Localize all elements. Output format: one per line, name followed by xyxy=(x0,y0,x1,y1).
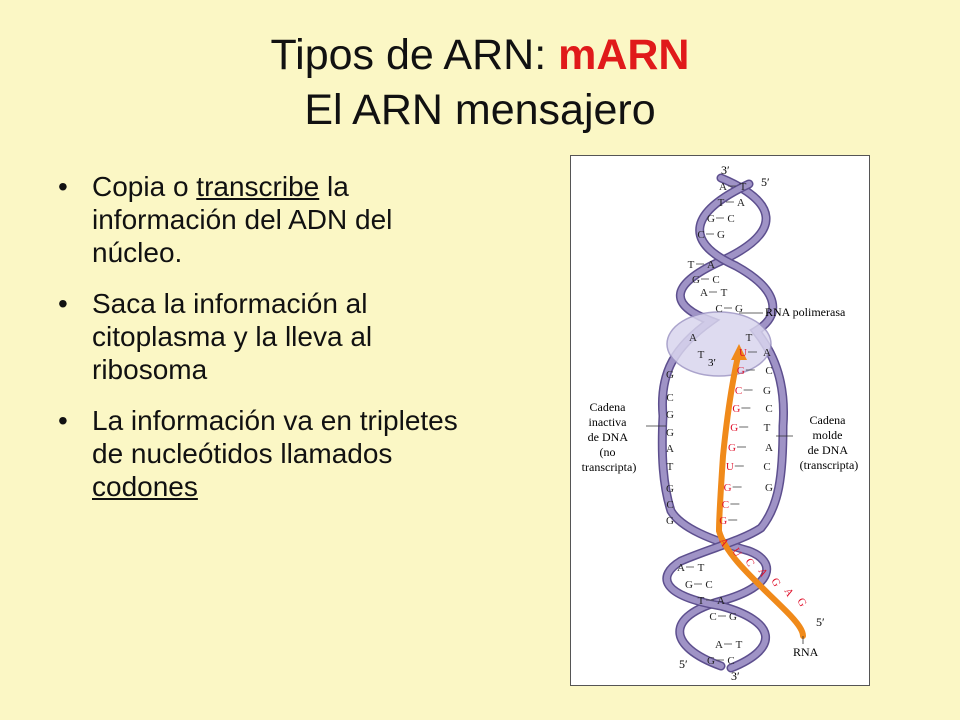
rna-base: C xyxy=(735,385,742,397)
base-pair-bottom-left: A xyxy=(677,562,685,574)
title-line-2: El ARN mensajero xyxy=(304,86,656,134)
rna-polymerase-ellipse xyxy=(666,311,772,377)
base-pair-bottom-right: T xyxy=(698,562,705,574)
base-pair-top-right: T xyxy=(740,181,747,193)
rna-base: G xyxy=(732,403,740,415)
coding-base: G xyxy=(666,409,674,421)
coding-base: G xyxy=(666,483,674,495)
rna-base: U xyxy=(726,461,734,473)
bullet-3-keyword: codones xyxy=(92,471,198,502)
base-pair-bottom-left: G xyxy=(685,579,693,591)
top-3-prime: 3′ xyxy=(721,163,730,177)
dna-transcription-svg: 3′ 5′ 3′ 5′ 3′ 5′ RNA polimerasa Cadena … xyxy=(582,163,859,683)
base-pair-top-left: G xyxy=(707,213,715,225)
rna-5-prime: 5′ xyxy=(816,615,825,629)
top-5-prime: 5′ xyxy=(761,175,770,189)
base-inside-right: T xyxy=(746,332,753,344)
rna-tail-base: G xyxy=(794,596,808,609)
rna-tail-base: A xyxy=(781,586,795,599)
coding-base: G xyxy=(666,369,674,381)
base-pair-bottom-right: C xyxy=(705,579,712,591)
rna-base: G xyxy=(730,422,738,434)
template-base: C xyxy=(763,461,770,473)
base-pair-top-left: T xyxy=(718,197,725,209)
bullet-list: Copia o transcribe la información del AD… xyxy=(52,170,482,521)
base-pair-top-left: G xyxy=(692,274,700,286)
base-pair-top-right: A xyxy=(737,197,745,209)
base-pair-top-left: A xyxy=(719,181,727,193)
base-pair-top-left: C xyxy=(715,303,722,315)
base-inside-left: A xyxy=(689,332,697,344)
base-pair-bottom-right: C xyxy=(727,655,734,667)
bullet-1-text: Copia o xyxy=(92,171,197,202)
base-pair-top-right: G xyxy=(717,229,725,241)
base-pair-top-right: C xyxy=(727,213,734,225)
bullet-item-2: Saca la información al citoplasma y la l… xyxy=(52,287,482,386)
template-base: T xyxy=(764,422,771,434)
rna-base: C xyxy=(722,499,729,511)
bullet-2-text: Saca la información al citoplasma y la l… xyxy=(92,288,373,385)
rna-strand xyxy=(715,349,806,639)
coding-base: C xyxy=(666,392,673,404)
base-pair-top-right: G xyxy=(735,303,743,315)
rna-base: U xyxy=(739,347,747,359)
template-base: A xyxy=(765,442,773,454)
base-pair-top-left: T xyxy=(688,259,695,271)
rna-polymerase-label: RNA polimerasa xyxy=(765,305,846,319)
base-pair-bottom-left: C xyxy=(709,611,716,623)
template-base: G xyxy=(763,385,771,397)
rna-base: G xyxy=(719,515,727,527)
template-base: C xyxy=(765,403,772,415)
bottom-3-prime: 3′ xyxy=(731,669,740,683)
base-pair-top-right: C xyxy=(712,274,719,286)
base-pair-bottom-right: T xyxy=(736,639,743,651)
rna-base: G xyxy=(728,442,736,454)
transcription-diagram: 3′ 5′ 3′ 5′ 3′ 5′ RNA polimerasa Cadena … xyxy=(570,155,870,686)
template-base: C xyxy=(765,365,772,377)
base-pair-bottom-left: A xyxy=(715,639,723,651)
rna-arrowhead xyxy=(731,344,747,360)
base-pair-top-left: A xyxy=(700,287,708,299)
bullet-item-3: La información va en tripletes de nucleó… xyxy=(52,404,482,503)
coding-base: C xyxy=(666,499,673,511)
rna-label: RNA xyxy=(793,645,819,659)
title-line-1: Tipos de ARN: mARN xyxy=(0,28,960,83)
base-pair-bottom-right: G xyxy=(729,611,737,623)
bullet-item-1: Copia o transcribe la información del AD… xyxy=(52,170,482,269)
template-base: G xyxy=(765,482,773,494)
template-base: A xyxy=(763,347,771,359)
bullet-1-keyword: transcribe xyxy=(196,171,320,202)
base-pair-top-right: A xyxy=(707,259,715,271)
coding-base: T xyxy=(667,461,674,473)
rna-3-prime: 3′ xyxy=(708,357,716,369)
rna-tail-base: G xyxy=(768,576,782,589)
base-pair-bottom-left: G xyxy=(707,655,715,667)
title-accent: mARN xyxy=(558,31,690,79)
rna-base: G xyxy=(737,365,745,377)
coding-base: G xyxy=(666,427,674,439)
template-strand-label: Cadena molde de DNA (transcripta) xyxy=(800,413,859,472)
slide-title: Tipos de ARN: mARN El ARN mensajero xyxy=(0,28,960,138)
title-prefix: Tipos de ARN: xyxy=(270,31,559,79)
bullet-1-text-end: la información del ADN del núcleo. xyxy=(92,171,393,268)
inactive-strand-label: Cadena inactiva de DNA (no transcripta) xyxy=(582,400,637,474)
coding-base: A xyxy=(666,443,674,455)
bullet-3-text: La información va en tripletes de nucleó… xyxy=(92,405,458,469)
base-pair-top-right: T xyxy=(721,287,728,299)
base-pair-bottom-left: T xyxy=(698,595,705,607)
base-inside-left: T xyxy=(698,349,705,361)
base-pair-bottom-right: A xyxy=(717,595,725,607)
coding-base: G xyxy=(666,515,674,527)
bottom-5-prime: 5′ xyxy=(679,657,688,671)
base-pair-top-left: C xyxy=(697,229,704,241)
rna-base: G xyxy=(724,482,732,494)
